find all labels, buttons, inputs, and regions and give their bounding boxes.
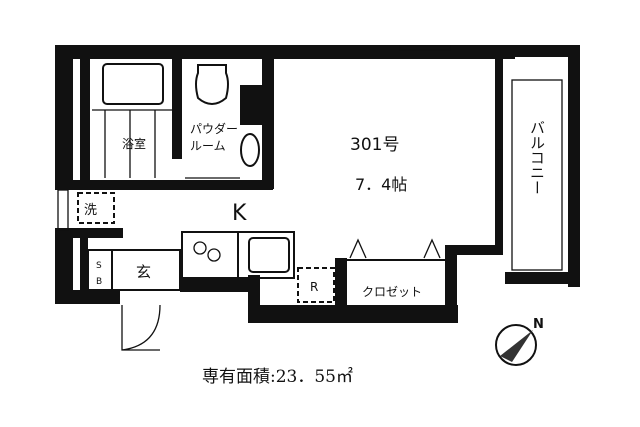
compass-icon <box>495 324 537 366</box>
toilet-icon <box>195 64 229 105</box>
washer-space <box>77 192 115 224</box>
washer-label: 洗 <box>84 203 97 218</box>
shoe-box-label-s: S <box>96 261 102 271</box>
bathroom-label: 浴室 <box>122 136 146 151</box>
closet-label: クロゼット <box>362 285 422 299</box>
entrance-door-swing <box>121 304 161 351</box>
entrance-label: 玄 <box>136 263 151 281</box>
stove-icon <box>193 241 207 255</box>
powder-room-label-1: パウダー <box>190 121 238 136</box>
kitchen-label: K <box>232 201 247 226</box>
bathtub-icon <box>102 63 164 105</box>
sink-icon <box>240 133 260 167</box>
main-room-size: 7．4帖 <box>355 175 407 194</box>
walls <box>55 45 580 323</box>
kitchen-sink-icon <box>248 237 290 273</box>
compass-north-label: N <box>533 317 544 332</box>
floor-area-label: 専有面積:23．55㎡ <box>202 367 353 387</box>
bath-floor-grid <box>92 109 172 178</box>
unit-number: 301号 <box>350 135 399 155</box>
shoe-box-label-b: B <box>96 277 102 287</box>
fridge-space <box>297 267 335 303</box>
balcony-label: バルコニー <box>528 120 546 195</box>
fridge-label: R <box>310 280 318 294</box>
powder-room-label-2: ルーム <box>190 139 226 153</box>
